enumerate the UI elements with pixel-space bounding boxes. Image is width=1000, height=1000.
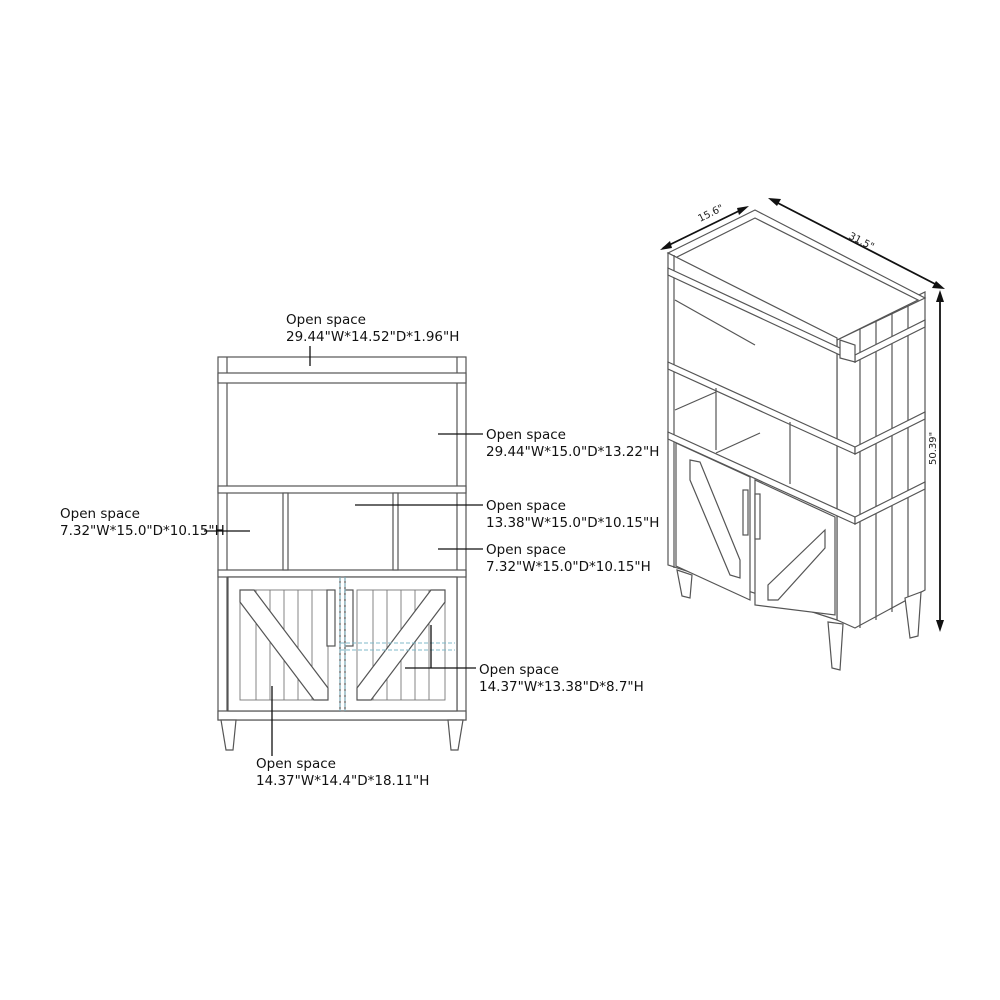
label-text: Open space xyxy=(486,498,566,514)
isometric-cabinet xyxy=(666,209,927,671)
iso-leg-1 xyxy=(676,569,693,599)
drawing-line xyxy=(674,299,756,346)
divider-right xyxy=(392,492,399,571)
label-text: 14.37"W*14.4"D*18.11"H xyxy=(256,773,429,789)
label-text: 7.32"W*15.0"D*10.15"H xyxy=(60,523,225,539)
depth-label: 15.6" xyxy=(696,203,725,225)
drawing-line xyxy=(660,241,672,250)
label-text: 7.32"W*15.0"D*10.15"H xyxy=(486,559,651,575)
bottom-rail xyxy=(217,710,467,721)
iso-left-door xyxy=(675,442,751,601)
left-leg xyxy=(220,719,237,751)
right-door xyxy=(344,576,458,712)
open-space-label-cabinet-shelf: Open space 14.37"W*13.38"D*8.7"H xyxy=(479,662,644,695)
label-text: Open space xyxy=(286,312,366,328)
drawing-line xyxy=(854,481,926,525)
drawing-line xyxy=(936,620,944,632)
leader-lines xyxy=(204,346,483,756)
drawing-line xyxy=(737,206,749,215)
shelf-rail-1 xyxy=(217,485,467,494)
left-handle xyxy=(326,589,336,647)
iso-right-door xyxy=(754,479,836,616)
drawing-line xyxy=(356,589,446,701)
label-text: Open space xyxy=(486,427,566,443)
label-text: Open space xyxy=(256,756,336,772)
left-door xyxy=(227,576,341,712)
iso-leg-3 xyxy=(904,591,922,639)
open-space-label-upper-shelf: Open space 29.44"W*15.0"D*13.22"H xyxy=(486,427,659,460)
drawing-line xyxy=(839,339,856,363)
right-leg xyxy=(447,719,464,751)
label-text: 13.38"W*15.0"D*10.15"H xyxy=(486,515,659,531)
drawing-line xyxy=(936,290,944,302)
open-space-label-cabinet: Open space 14.37"W*14.4"D*18.11"H xyxy=(256,756,429,789)
label-text: Open space xyxy=(479,662,559,678)
label-text: Open space xyxy=(486,542,566,558)
drawing-line xyxy=(715,432,761,454)
height-label: 50.39" xyxy=(928,432,939,465)
drawing-line xyxy=(767,528,826,601)
right-handle xyxy=(344,589,354,647)
drawing-line xyxy=(768,198,781,206)
top-rail xyxy=(217,372,467,384)
label-text: 14.37"W*13.38"D*8.7"H xyxy=(479,679,644,695)
drawing-line xyxy=(932,281,945,289)
iso-right-handle xyxy=(754,493,761,540)
open-space-label-top: Open space 29.44"W*14.52"D*1.96"H xyxy=(286,312,459,345)
label-text: 29.44"W*14.52"D*1.96"H xyxy=(286,329,459,345)
shelf-rail-2 xyxy=(217,569,467,578)
drawing-line xyxy=(674,391,717,411)
label-text: 29.44"W*15.0"D*13.22"H xyxy=(486,444,659,460)
open-space-label-right-cubby: Open space 7.32"W*15.0"D*10.15"H xyxy=(486,542,651,575)
iso-leg-2 xyxy=(827,621,844,671)
depth-arrow xyxy=(662,207,746,249)
drawing-line xyxy=(689,459,741,579)
front-view-cabinet xyxy=(217,356,467,751)
width-label: 31.5" xyxy=(847,231,876,253)
open-space-label-center-cubby: Open space 13.38"W*15.0"D*10.15"H xyxy=(486,498,659,531)
drawing-line xyxy=(854,411,926,455)
divider-left xyxy=(282,492,289,571)
iso-left-handle xyxy=(742,489,749,536)
drawing-line xyxy=(239,589,329,701)
width-arrow xyxy=(771,199,942,288)
open-space-label-left-cubby: Open space 7.32"W*15.0"D*10.15"H xyxy=(60,506,225,539)
label-text: Open space xyxy=(60,506,140,522)
